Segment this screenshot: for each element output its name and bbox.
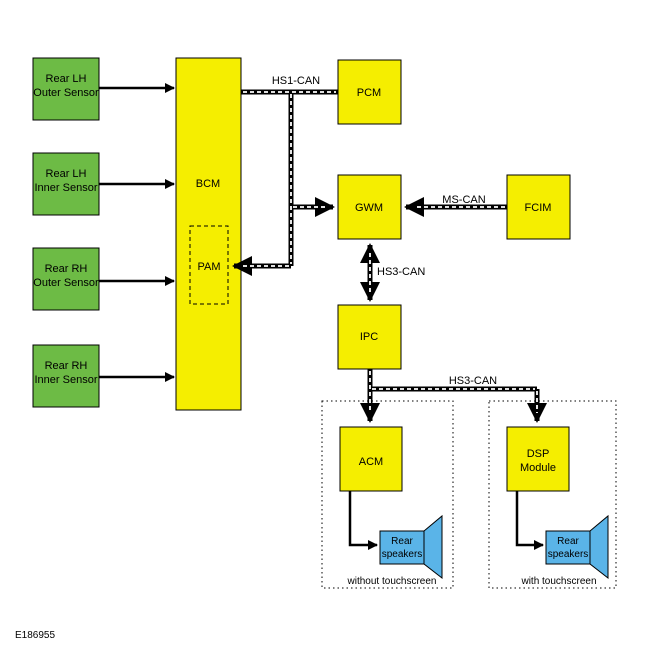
dsp-label-1: DSP: [527, 448, 550, 460]
speaker-right: Rear speakers: [545, 514, 609, 580]
with-touchscreen-label: with touchscreen: [520, 576, 596, 587]
speaker-left-label-1: Rear: [391, 536, 413, 547]
acm-label: ACM: [359, 456, 383, 468]
sensor-signal-arrows: [99, 83, 175, 382]
arrow-dsp-to-speakers: [515, 491, 544, 550]
with-touchscreen-group: [488, 400, 617, 589]
ipc-label: IPC: [360, 331, 378, 343]
speaker-right-label-2: speakers: [548, 549, 589, 560]
sensor-rear-rh-outer: Rear RH Outer Sensor: [32, 247, 100, 311]
hs1-can-label: HS1-CAN: [272, 75, 320, 87]
sensor-rear-lh-inner-label-2: Inner Sensor: [35, 182, 98, 194]
pam-module: PAM: [189, 225, 229, 305]
sensor-rear-lh-outer-label-2: Outer Sensor: [33, 87, 99, 99]
fcim-module: FCIM: [506, 174, 571, 240]
sensor-rear-rh-outer-label-2: Outer Sensor: [33, 277, 99, 289]
gwm-module: GWM: [337, 174, 402, 240]
pcm-label: PCM: [357, 87, 381, 99]
arrow-acm-to-speakers: [348, 491, 378, 550]
dsp-label-2: Module: [520, 462, 556, 474]
ipc-module: IPC: [337, 304, 402, 370]
without-touchscreen-label: without touchscreen: [347, 576, 437, 587]
without-touchscreen-group: [321, 400, 454, 589]
bcm-module: BCM: [175, 57, 242, 411]
sensor-rear-lh-inner-label-1: Rear LH: [46, 168, 87, 180]
acm-module: ACM: [339, 426, 403, 492]
sensor-rear-rh-outer-label-1: Rear RH: [45, 263, 88, 275]
sensor-rear-lh-inner: Rear LH Inner Sensor: [32, 152, 100, 216]
sensor-rear-rh-inner-label-1: Rear RH: [45, 360, 88, 372]
speaker-left: Rear speakers: [379, 514, 443, 580]
gwm-label: GWM: [355, 202, 383, 214]
sensor-rear-rh-inner: Rear RH Inner Sensor: [32, 344, 100, 408]
hs3-can-horizontal-label: HS3-CAN: [449, 375, 497, 387]
pam-label: PAM: [197, 261, 220, 273]
sensor-rear-rh-inner-label-2: Inner Sensor: [35, 374, 98, 386]
speaker-icon: [589, 514, 609, 580]
sensor-rear-lh-outer-label-1: Rear LH: [46, 73, 87, 85]
figure-id: E186955: [15, 630, 55, 641]
ms-can-label: MS-CAN: [442, 194, 485, 206]
dsp-module: DSP Module: [506, 426, 570, 492]
speaker-signal-arrows: [348, 491, 544, 550]
sensor-rear-lh-outer: Rear LH Outer Sensor: [32, 57, 100, 121]
speaker-left-label-2: speakers: [382, 549, 423, 560]
hs3-can-vertical-label: HS3-CAN: [377, 266, 425, 278]
bus-lines: [232, 89, 547, 423]
fcim-label: FCIM: [525, 202, 552, 214]
pcm-module: PCM: [337, 59, 402, 125]
speaker-right-label-1: Rear: [557, 536, 579, 547]
speaker-icon: [423, 514, 443, 580]
bcm-label: BCM: [196, 178, 220, 190]
